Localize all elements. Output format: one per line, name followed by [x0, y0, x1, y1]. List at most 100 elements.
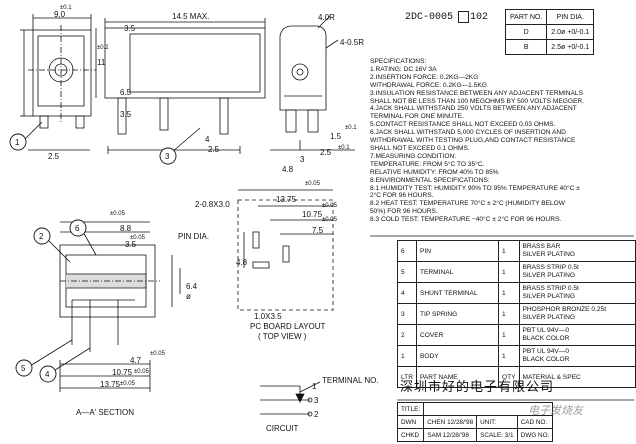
spec-line: TERMINAL FOR ONE MINUTE. — [370, 113, 464, 121]
circuit-terminal-3: 3 — [314, 396, 319, 405]
dim-label: 2.5 — [48, 152, 60, 161]
dim-label: 2.5 — [208, 145, 220, 154]
spec-line: 8.3 COLD TEST: TEMPERATURE −40°C ± 2°C F… — [370, 216, 562, 224]
dim-label: 10.75 — [112, 368, 133, 377]
unit-label: UNIT: — [476, 415, 518, 429]
spec-line: TEMPERATURE: FROM 5°C TO 35°C. — [370, 160, 485, 168]
table-row: CHKD SAM 12/28/'98 SCALE: 3/1 DWG NO. — [396, 428, 554, 442]
material-line: SILVER PLATING — [522, 314, 576, 321]
circuit-terminal-1: 1 — [312, 382, 317, 391]
material-line: PHOSPHOR BRONZE 0.25t — [522, 306, 607, 313]
spec-line: 2°C FOR 96 HOURS. — [370, 192, 434, 200]
material-line: BLACK COLOR — [522, 356, 570, 363]
table-cell: 1 — [497, 303, 520, 325]
table-cell: COVER — [415, 324, 499, 346]
dim-label: 11 — [97, 58, 106, 67]
dim-label: 1.0X3.5 — [254, 312, 282, 321]
spec-line: SHALL NOT BE LESS THAN 100 MEGOHMS BY 50… — [370, 97, 585, 105]
dim-label: 4-0.5R — [340, 38, 365, 47]
dim-label: 3.5 — [124, 24, 136, 33]
table-cell: 2.5ø +0/-0.1 — [546, 39, 595, 55]
callout-5: 5 — [21, 364, 26, 373]
material-line: SILVER PLATING — [522, 251, 576, 258]
table-cell: 1 — [397, 345, 417, 367]
cad-no-label: CAD NO. — [516, 415, 554, 429]
callout-circle-6 — [69, 219, 87, 237]
end-view-body — [279, 25, 327, 111]
dim-label: 2.5 — [320, 148, 332, 157]
material-line: PBT UL 94V—0 — [522, 327, 570, 334]
spec-line: WITHDRAWAL WITH TESTING PLUG,AND CONTACT… — [370, 137, 576, 145]
dim-label: ±0.1 — [338, 145, 350, 151]
callout-6: 6 — [75, 224, 80, 233]
callout-4: 4 — [45, 370, 50, 379]
table-header: PART NAME — [415, 366, 499, 388]
title-label: TITLE: — [396, 402, 425, 416]
spec-line: 4.JACK SHALL WITHSTAND 250 VOLTS BETWEEN… — [370, 105, 577, 113]
table-header: PART NO. — [504, 9, 548, 25]
material-line: BLACK COLOR — [522, 335, 570, 342]
scale-label: SCALE: 3/1 — [476, 428, 518, 442]
dim-label: 14.5 MAX. — [172, 12, 210, 21]
dim-label: 13.75 — [100, 380, 121, 389]
side-view-body — [104, 27, 266, 99]
spec-line: 50%) FOR 96 HOURS. — [370, 208, 438, 216]
spec-line: 8.2 HEAT TEST: TEMPERATURE 70°C ± 2°C (H… — [370, 200, 566, 208]
spec-line: 2.INSERTION FORCE: 0.2KG—2KG — [370, 73, 479, 81]
dwn-value: CHEN 12/28/'98 — [423, 415, 478, 429]
chkd-label: CHKD — [396, 428, 425, 442]
chkd-value: SAM 12/28/'98 — [423, 428, 478, 442]
dim-label: 3 — [300, 155, 305, 164]
table-cell: 5 — [397, 261, 417, 283]
table-cell: 1 — [497, 282, 520, 304]
table-cell: 2.0ø +0/-0.1 — [546, 24, 595, 40]
callout-circle-3 — [159, 147, 177, 165]
pcb-layout-sublabel: ( TOP VIEW ) — [258, 332, 307, 341]
callout-circle-1 — [9, 133, 27, 151]
parts-table-header: LTR PART NAME QTY MATERIAL & SPEC — [397, 366, 636, 388]
table-header: PIN DIA. — [546, 9, 595, 25]
spec-line: SHALL NOT EXCEED 0.1 OHMS. — [370, 144, 470, 152]
dim-label: 13.75 — [276, 195, 297, 204]
table-cell: 3 — [397, 303, 417, 325]
spec-line: 7.MEASURING CONDITION: — [370, 152, 457, 160]
table-cell: 1 — [497, 324, 520, 346]
pcb-slot — [252, 231, 260, 249]
table-cell: 6 — [397, 240, 417, 262]
part-number-code: 2DC-0005 — [405, 12, 454, 23]
table-cell: 1 — [497, 261, 520, 283]
dim-label: ±0.05 — [150, 351, 165, 357]
dim-label: 8.8 — [120, 224, 132, 233]
spec-line: 8.ENVIRONMENTAL SPECIFICATIONS: — [370, 176, 490, 184]
dim-label: ±0.2 — [97, 45, 109, 51]
material-line: BRASS STRIP 0.5t — [522, 264, 579, 271]
dim-label: 10.75 — [302, 210, 323, 219]
front-view-body — [32, 29, 92, 117]
dim-label: ±0.05 — [322, 203, 337, 209]
dim-label: ø — [186, 292, 191, 301]
table-cell: D — [504, 24, 548, 40]
table-cell: PIN — [415, 240, 499, 262]
table-row: D 2.0ø +0/-0.1 — [504, 24, 595, 40]
dim-label: 1.5 — [330, 132, 342, 141]
title-block: TITLE: DWN CHEN 12/28/'98 UNIT: CAD NO. … — [396, 402, 554, 442]
dim-label: 6.4 — [186, 282, 198, 291]
part-number-suffix: 102 — [470, 12, 489, 23]
terminal-label: TERMINAL NO. — [322, 376, 379, 385]
dim-label: 4.7 — [130, 356, 142, 365]
dim-label: ±0.1 — [60, 5, 72, 11]
callout-circle-5 — [15, 359, 33, 377]
circuit-terminal-2: 2 — [314, 410, 319, 419]
dim-label: 2-0.8X3.0 — [195, 200, 230, 209]
material-line: PBT UL 94V—0 — [522, 348, 570, 355]
material-line: BRASS STRIP 0.5t — [522, 285, 579, 292]
pin-diameter-table: PART NO. PIN DIA. D 2.0ø +0/-0.1 B 2.5ø … — [504, 9, 595, 55]
spec-line: WITHDRAWAL FORCE: 0.2KG—1.5KG — [370, 81, 487, 89]
